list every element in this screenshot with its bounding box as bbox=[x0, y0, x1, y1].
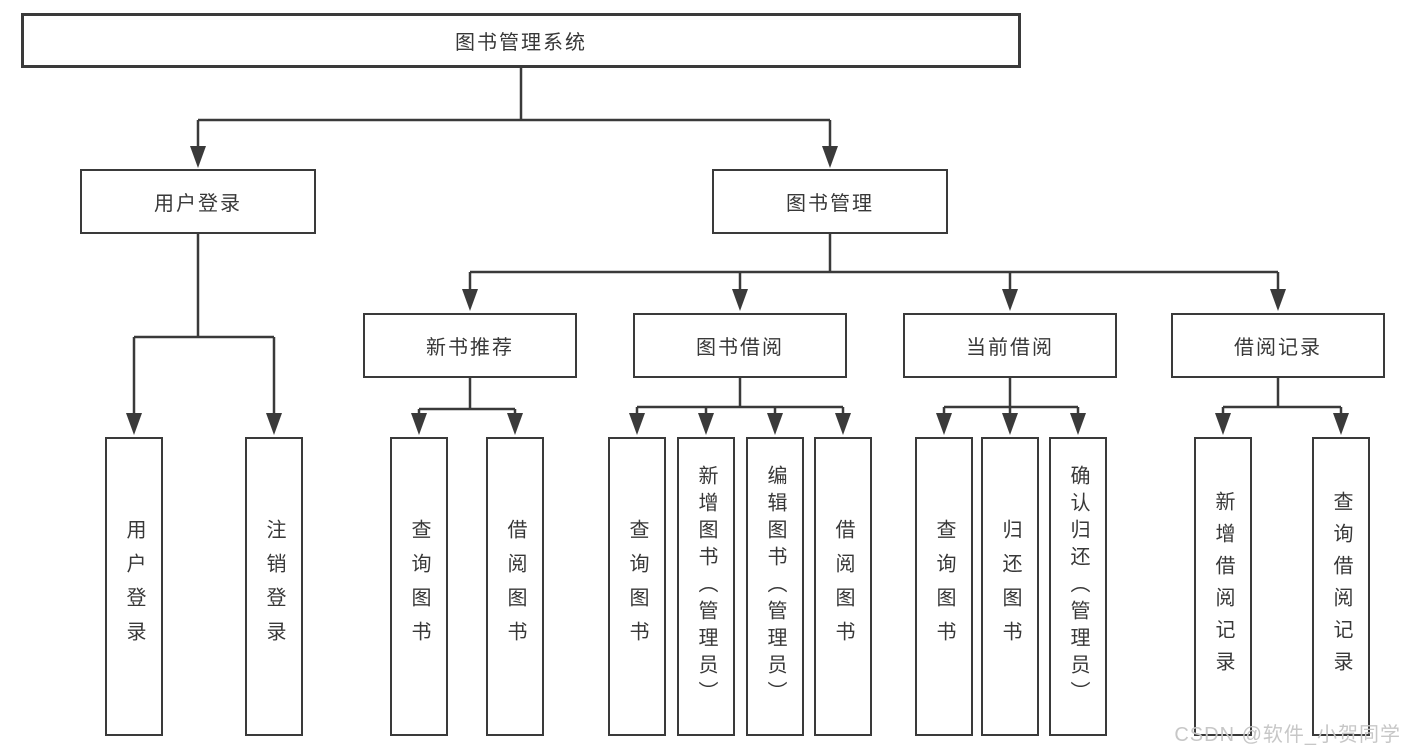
connector-line bbox=[196, 68, 832, 152]
leaf-records-query-record-label: 查询借阅记录 bbox=[1330, 490, 1352, 683]
node-root-library-management-system: 图书管理系统 bbox=[21, 13, 1021, 68]
node-book-management: 图书管理 bbox=[712, 169, 948, 234]
leaf-user-login: 用户登录 bbox=[105, 437, 163, 736]
connector-line bbox=[635, 378, 845, 417]
arrowhead-down-icon bbox=[767, 413, 783, 435]
arrowhead-down-icon bbox=[507, 413, 523, 435]
arrowhead-down-icon bbox=[629, 413, 645, 435]
leaf-recommend-borrow-books: 借阅图书 bbox=[486, 437, 544, 736]
arrowhead-down-icon bbox=[835, 413, 851, 435]
connector-line bbox=[417, 378, 517, 417]
connector-borrowing-records-to-leaves bbox=[1215, 378, 1349, 435]
leaf-current-query-books: 查询图书 bbox=[915, 437, 973, 736]
leaf-user-login-label: 用户登录 bbox=[123, 518, 145, 655]
arrowhead-down-icon bbox=[1215, 413, 1231, 435]
leaf-recommend-query-books: 查询图书 bbox=[390, 437, 448, 736]
connector-root-to-level1 bbox=[190, 68, 838, 168]
arrowhead-down-icon bbox=[190, 146, 206, 168]
arrowhead-down-icon bbox=[1002, 289, 1018, 311]
arrowhead-down-icon bbox=[1270, 289, 1286, 311]
arrowhead-down-icon bbox=[462, 289, 478, 311]
leaf-borrowing-add-books-admin: 新增图书（管理员） bbox=[677, 437, 735, 736]
connector-user-login-to-leaves bbox=[126, 234, 282, 435]
leaf-borrowing-edit-books-admin-label: 编辑图书（管理员） bbox=[764, 465, 786, 708]
node-current-borrowing: 当前借阅 bbox=[903, 313, 1117, 378]
leaf-records-query-record: 查询借阅记录 bbox=[1312, 437, 1370, 736]
arrowhead-down-icon bbox=[936, 413, 952, 435]
connector-new-book-recommend-to-leaves bbox=[411, 378, 523, 435]
arrowhead-down-icon bbox=[266, 413, 282, 435]
node-book-borrowing: 图书借阅 bbox=[633, 313, 847, 378]
connector-line bbox=[1221, 378, 1343, 417]
connector-book-borrowing-to-leaves bbox=[629, 378, 851, 435]
arrowhead-down-icon bbox=[126, 413, 142, 435]
csdn-watermark: CSDN @软件_小贺同学 bbox=[1174, 724, 1401, 746]
leaf-borrowing-query-books-label: 查询图书 bbox=[626, 518, 648, 655]
connector-current-borrowing-to-leaves bbox=[936, 378, 1086, 435]
leaf-current-return-books-label: 归还图书 bbox=[999, 518, 1021, 655]
arrowhead-down-icon bbox=[411, 413, 427, 435]
leaf-logout: 注销登录 bbox=[245, 437, 303, 736]
node-new-book-recommend: 新书推荐 bbox=[363, 313, 577, 378]
connector-book-management-to-level2 bbox=[462, 234, 1286, 311]
leaf-records-add-record-label: 新增借阅记录 bbox=[1212, 490, 1234, 683]
arrowhead-down-icon bbox=[1002, 413, 1018, 435]
leaf-records-add-record: 新增借阅记录 bbox=[1194, 437, 1252, 736]
leaf-recommend-query-books-label: 查询图书 bbox=[408, 518, 430, 655]
leaf-borrowing-edit-books-admin: 编辑图书（管理员） bbox=[746, 437, 804, 736]
arrowhead-down-icon bbox=[1070, 413, 1086, 435]
node-user-login: 用户登录 bbox=[80, 169, 316, 234]
arrowhead-down-icon bbox=[732, 289, 748, 311]
leaf-current-return-books: 归还图书 bbox=[981, 437, 1039, 736]
leaf-borrowing-query-books: 查询图书 bbox=[608, 437, 666, 736]
leaf-logout-label: 注销登录 bbox=[263, 518, 285, 655]
arrowhead-down-icon bbox=[698, 413, 714, 435]
connector-line bbox=[468, 234, 1280, 293]
leaf-borrowing-add-books-admin-label: 新增图书（管理员） bbox=[695, 465, 717, 708]
leaf-recommend-borrow-books-label: 借阅图书 bbox=[504, 518, 526, 655]
leaf-borrowing-borrow-books: 借阅图书 bbox=[814, 437, 872, 736]
leaf-current-confirm-return-admin: 确认归还（管理员） bbox=[1049, 437, 1107, 736]
arrowhead-down-icon bbox=[822, 146, 838, 168]
leaf-current-confirm-return-admin-label: 确认归还（管理员） bbox=[1067, 465, 1089, 708]
connector-line bbox=[942, 378, 1080, 417]
leaf-current-query-books-label: 查询图书 bbox=[933, 518, 955, 655]
node-borrowing-records: 借阅记录 bbox=[1171, 313, 1385, 378]
leaf-borrowing-borrow-books-label: 借阅图书 bbox=[832, 518, 854, 655]
connector-line bbox=[132, 234, 276, 417]
arrowhead-down-icon bbox=[1333, 413, 1349, 435]
